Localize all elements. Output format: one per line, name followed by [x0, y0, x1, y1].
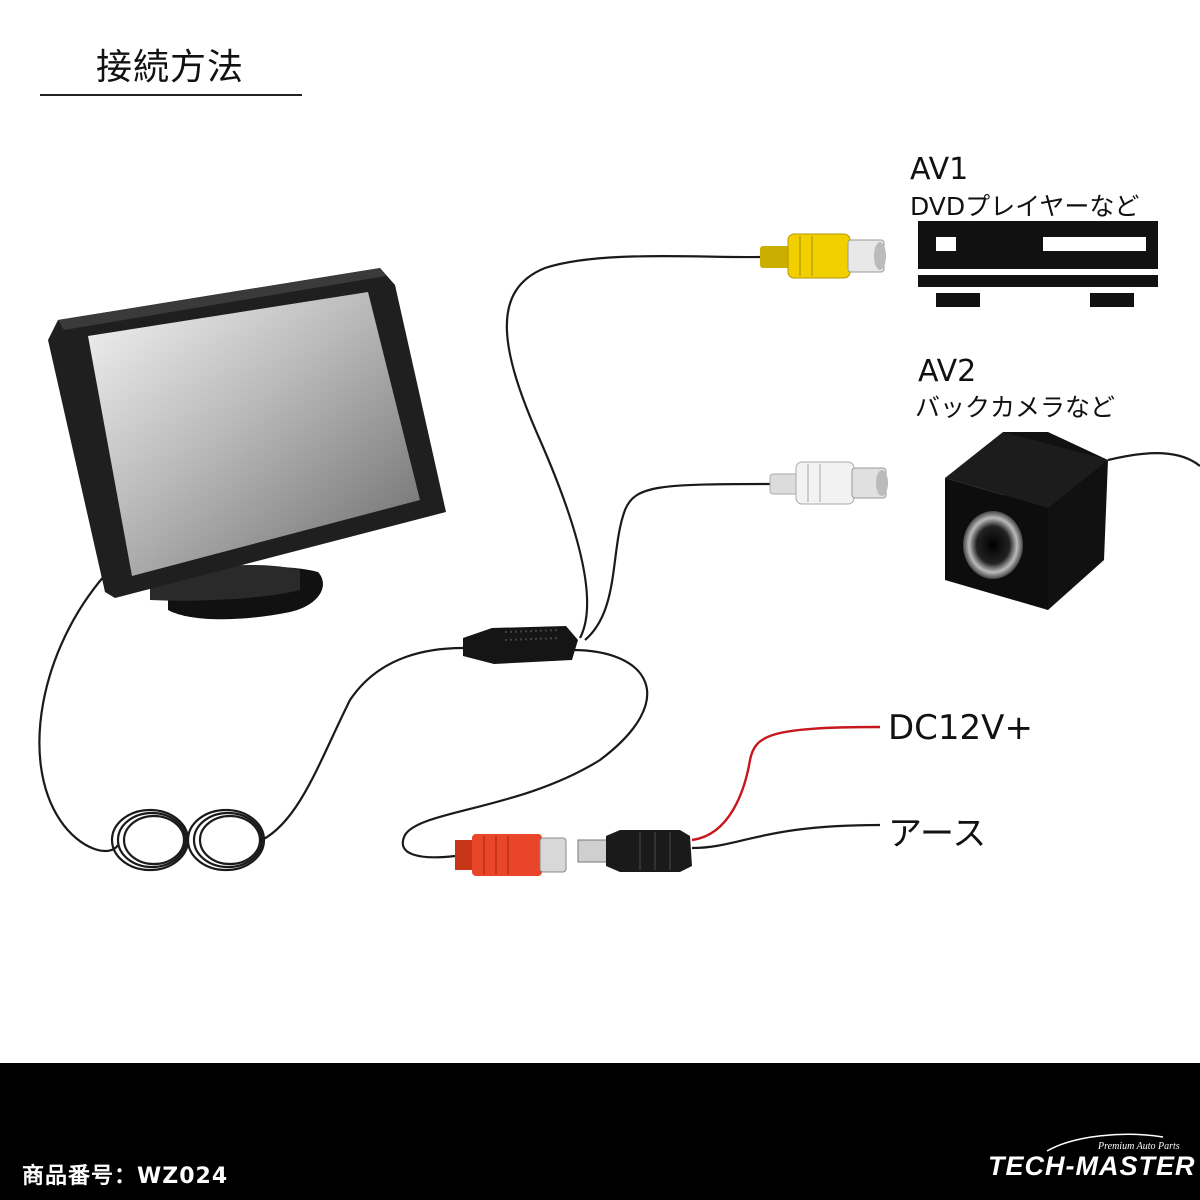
yellow-rca-connector-icon — [760, 233, 886, 279]
av1-sublabel: DVDプレイヤーなど — [910, 192, 1140, 221]
dc-jack-icon — [455, 834, 567, 876]
coil-to-splitter-cable — [261, 646, 464, 841]
splitter-box-icon — [463, 626, 578, 664]
monitor-icon — [48, 268, 446, 620]
av1-label: AV1 — [910, 152, 969, 187]
backup-camera-icon — [945, 432, 1108, 610]
dc-power-label: DC12V+ — [888, 708, 1033, 748]
positive-wire — [691, 725, 881, 842]
av2-sublabel: バックカメラなど — [915, 393, 1116, 422]
brand-tagline: Premium Auto Parts — [1098, 1141, 1180, 1152]
cables — [38, 254, 1200, 859]
footer-bar — [0, 1063, 1200, 1200]
page-title: 接続方法 — [96, 47, 245, 88]
cable-coil-icon — [110, 808, 266, 872]
av1-cable — [505, 254, 763, 639]
dc-plug-icon — [577, 830, 692, 872]
dvd-player-icon — [918, 221, 1158, 307]
connection-diagram — [38, 221, 1200, 876]
av2-cable — [584, 482, 773, 641]
ground-wire — [691, 823, 881, 850]
white-rca-connector-icon — [769, 461, 888, 505]
product-number: 商品番号：WZ024 — [22, 1164, 229, 1189]
brand-swoosh-icon — [1046, 1133, 1164, 1152]
ground-label: アース — [888, 814, 987, 854]
camera-cable — [1107, 452, 1200, 467]
splitter-to-power-cable — [401, 648, 649, 859]
brand-logo: TECH-MASTER — [988, 1151, 1196, 1181]
title-underline — [40, 94, 302, 96]
monitor-cable — [38, 574, 119, 853]
av2-label: AV2 — [918, 354, 977, 389]
